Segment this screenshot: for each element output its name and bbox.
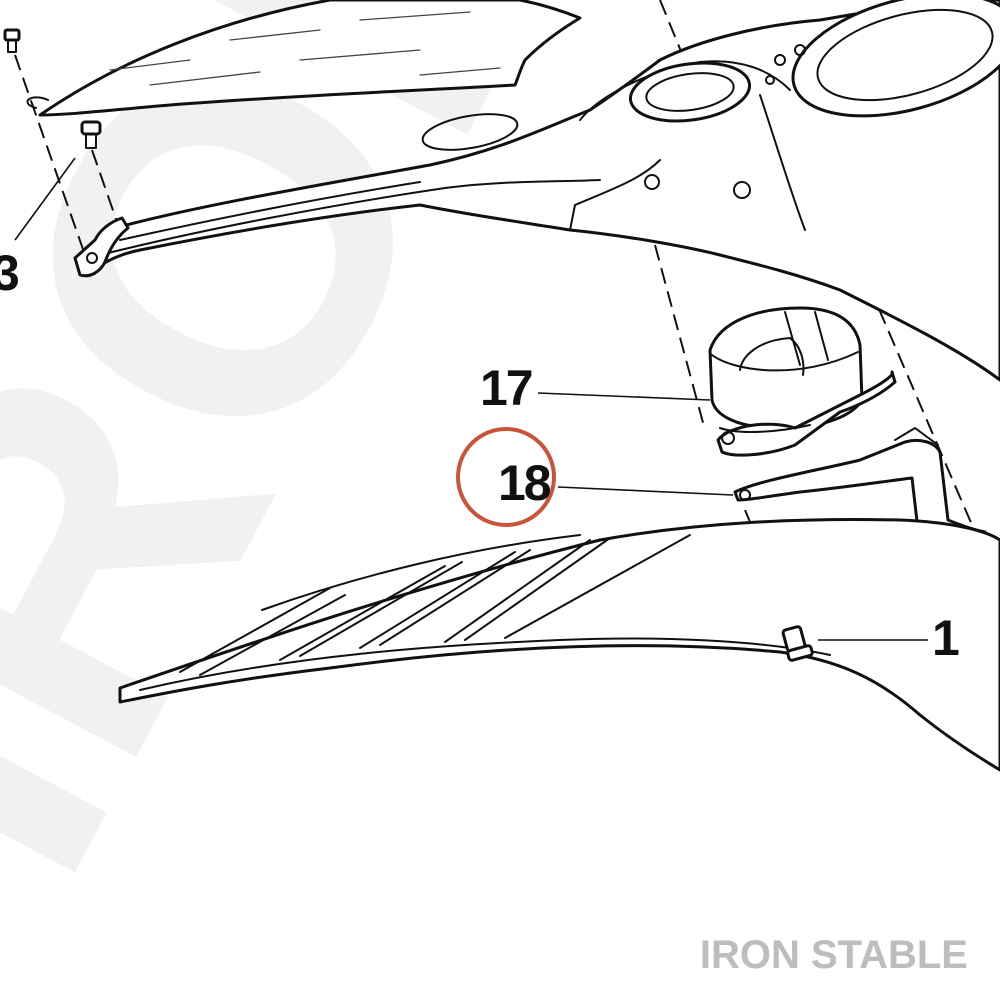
callout-18-highlight-ring	[456, 427, 556, 527]
leader-18	[557, 486, 734, 496]
part-17-assembly	[708, 306, 897, 457]
leader-3	[14, 157, 76, 241]
callout-18: 18	[498, 455, 551, 511]
callouts: 3 17 18 1	[0, 245, 961, 666]
part-3-bracket-tab	[73, 216, 130, 278]
screw-top-left	[3, 28, 21, 53]
part-1-screw	[781, 625, 814, 662]
main-fairing	[76, 0, 1000, 382]
leader-17	[537, 392, 711, 401]
brand-wordmark: IRON STABLE	[700, 933, 968, 977]
screw-lower-left	[80, 120, 102, 149]
lower-lens-frame	[118, 518, 1000, 772]
leader-lines	[14, 157, 928, 641]
callout-17: 17	[480, 360, 532, 416]
callout-3: 3	[0, 245, 18, 301]
upper-trim-cover	[26, 0, 582, 117]
callout-1: 1	[932, 610, 959, 666]
